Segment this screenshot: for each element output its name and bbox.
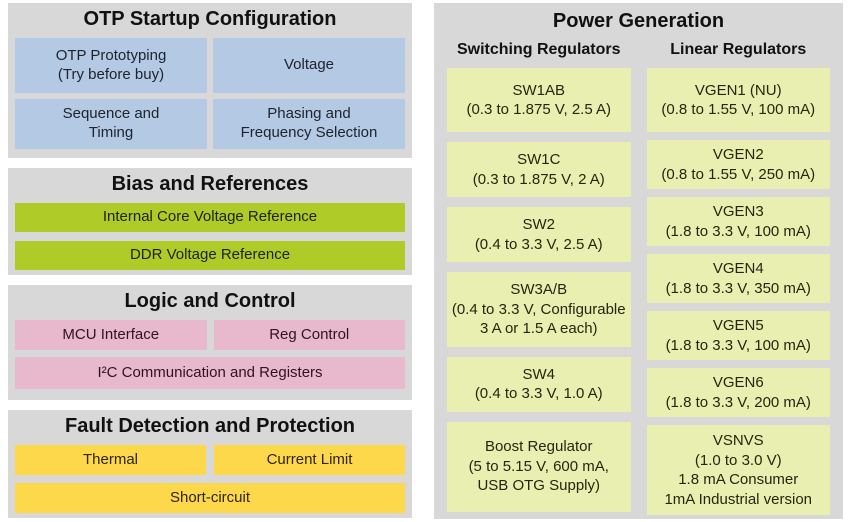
box-current-limit: Current Limit xyxy=(214,445,405,475)
box-voltage: Voltage xyxy=(213,38,405,93)
box-reg-control: Reg Control xyxy=(213,320,405,350)
box-thermal: Thermal xyxy=(15,445,206,475)
section-title-otp-startup: OTP Startup Configuration xyxy=(83,8,337,30)
box-vgen3: VGEN3 (1.8 to 3.3 V, 100 mA) xyxy=(646,197,830,246)
otp-box-grid: OTP Prototyping (Try before buy) Voltage… xyxy=(8,38,412,149)
box-vgen4: VGEN4 (1.8 to 3.3 V, 350 mA) xyxy=(646,254,830,303)
box-boost-regulator: Boost Regulator (5 to 5.15 V, 600 mA, US… xyxy=(447,421,631,512)
box-otp-prototyping: OTP Prototyping (Try before buy) xyxy=(15,38,207,93)
section-bias-and-references: Bias and References Internal Core Voltag… xyxy=(8,168,412,275)
box-short-circuit: Short-circuit xyxy=(15,483,405,513)
box-sw4: SW4 (0.4 to 3.3 V, 1.0 A) xyxy=(447,356,631,412)
box-phasing-frequency-selection: Phasing and Frequency Selection xyxy=(213,99,405,149)
section-title-fault-detection: Fault Detection and Protection xyxy=(64,415,356,437)
switching-regulators-list: SW1AB (0.3 to 1.875 V, 2.5 A) SW1C (0.3 … xyxy=(447,68,631,512)
box-internal-core-voltage-reference: Internal Core Voltage Reference xyxy=(15,203,405,232)
switching-regulators-column: Switching Regulators SW1AB (0.3 to 1.875… xyxy=(447,37,631,515)
section-title-logic-control: Logic and Control xyxy=(124,290,296,312)
box-vgen2: VGEN2 (0.8 to 1.55 V, 250 mA) xyxy=(646,140,830,189)
box-ddr-voltage-reference: DDR Voltage Reference xyxy=(15,241,405,270)
regulator-columns: Switching Regulators SW1AB (0.3 to 1.875… xyxy=(434,37,843,515)
power-generation-title: Power Generation xyxy=(552,10,725,32)
fault-box-grid: Thermal Current Limit Short-circuit xyxy=(8,445,412,513)
section-fault-detection-protection: Fault Detection and Protection Thermal C… xyxy=(8,410,412,518)
box-vsnvs: VSNVS (1.0 to 3.0 V) 1.8 mA Consumer 1mA… xyxy=(646,425,830,515)
box-vgen6: VGEN6 (1.8 to 3.3 V, 200 mA) xyxy=(646,368,830,417)
linear-regulators-column: Linear Regulators VGEN1 (NU) (0.8 to 1.5… xyxy=(646,37,830,515)
box-sw3ab: SW3A/B (0.4 to 3.3 V, Configurable 3 A o… xyxy=(447,272,631,347)
box-sw1ab: SW1AB (0.3 to 1.875 V, 2.5 A) xyxy=(447,68,631,132)
section-logic-and-control: Logic and Control MCU Interface Reg Cont… xyxy=(8,285,412,400)
linear-regulators-header: Linear Regulators xyxy=(670,41,807,58)
section-otp-startup-configuration: OTP Startup Configuration OTP Prototypin… xyxy=(8,3,412,158)
box-vgen1: VGEN1 (NU) (0.8 to 1.55 V, 100 mA) xyxy=(646,68,830,132)
section-power-generation: Power Generation Switching Regulators SW… xyxy=(434,3,843,519)
bias-box-list: Internal Core Voltage Reference DDR Volt… xyxy=(8,203,412,270)
left-column: OTP Startup Configuration OTP Prototypin… xyxy=(8,3,412,518)
box-mcu-interface: MCU Interface xyxy=(15,320,207,350)
box-i2c-communication-registers: I²C Communication and Registers xyxy=(15,357,405,389)
box-vgen5: VGEN5 (1.8 to 3.3 V, 100 mA) xyxy=(646,311,830,360)
box-sequence-and-timing: Sequence and Timing xyxy=(15,99,207,149)
box-sw1c: SW1C (0.3 to 1.875 V, 2 A) xyxy=(447,142,631,197)
logic-box-grid: MCU Interface Reg Control I²C Communicat… xyxy=(8,320,412,389)
section-title-bias-references: Bias and References xyxy=(111,173,309,195)
linear-regulators-list: VGEN1 (NU) (0.8 to 1.55 V, 100 mA) VGEN2… xyxy=(646,68,830,515)
switching-regulators-header: Switching Regulators xyxy=(456,41,621,58)
box-sw2: SW2 (0.4 to 3.3 V, 2.5 A) xyxy=(447,207,631,262)
